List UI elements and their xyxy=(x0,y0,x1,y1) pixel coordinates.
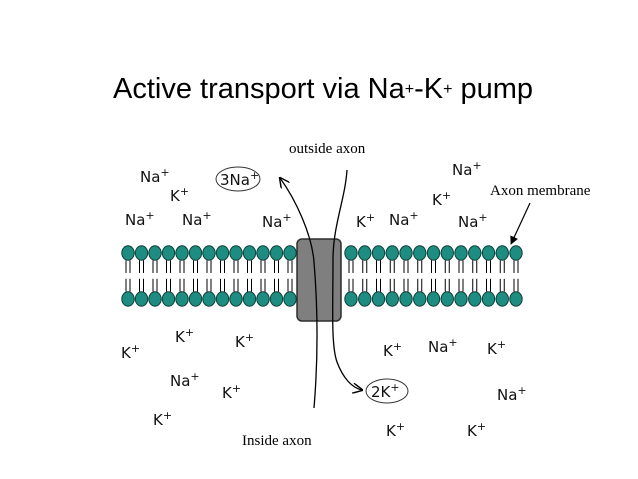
lipid-head xyxy=(454,245,468,261)
lipid-head xyxy=(344,291,358,307)
lipid-head xyxy=(175,245,189,261)
title-mid: -K xyxy=(414,73,444,105)
pump-in-ellipse xyxy=(365,378,409,404)
membrane-pointer-arrow xyxy=(510,202,531,245)
na-ion: Na+ xyxy=(140,166,170,186)
axon-membrane-label: Axon membrane xyxy=(490,183,591,199)
lipid-head xyxy=(269,245,284,261)
lipid-head xyxy=(509,245,523,261)
lipid-head xyxy=(371,245,386,261)
inside-axon-label: Inside axon xyxy=(242,433,312,449)
k-ion: K+ xyxy=(175,326,194,346)
ions-outside: Na+ K+ Na+ Na+ Na+ K+ Na+ Na+ K+ Na+ xyxy=(125,159,488,231)
k-ion: K+ xyxy=(432,189,451,209)
lipid-head xyxy=(256,291,270,307)
pump-in-label: 2K+ xyxy=(371,381,400,401)
lipid-head xyxy=(358,291,372,307)
lipid-head xyxy=(242,245,257,261)
lipid-head xyxy=(148,245,162,261)
pump-protein xyxy=(296,238,342,322)
lipid-head xyxy=(215,245,230,261)
lipid-head xyxy=(134,245,149,261)
lipid-head xyxy=(215,291,230,307)
k-ion: K+ xyxy=(153,409,172,429)
na-ion: Na+ xyxy=(497,384,527,404)
na-ion: Na+ xyxy=(125,209,155,229)
lipid-head xyxy=(440,245,454,261)
na-ion: Na+ xyxy=(170,370,200,390)
k-ion: K+ xyxy=(383,340,402,360)
k-entry-path xyxy=(332,169,362,390)
lipid-bilayer xyxy=(121,245,523,307)
k-ion: K+ xyxy=(386,420,405,440)
lipid-head xyxy=(161,291,176,307)
lipid-head xyxy=(399,245,413,261)
title-text: Active transport via Na xyxy=(113,73,405,105)
na-ion: Na+ xyxy=(182,209,212,229)
lipid-head xyxy=(148,291,162,307)
lipid-head xyxy=(269,291,284,307)
na-ion: Na+ xyxy=(389,209,419,229)
lipid-head xyxy=(229,291,243,307)
lipid-head xyxy=(242,291,257,307)
k-ion: K+ xyxy=(170,185,189,205)
na-ion: Na+ xyxy=(452,159,482,179)
lipid-head xyxy=(202,291,216,307)
lipid-head xyxy=(385,291,399,307)
k-ion: K+ xyxy=(356,211,375,231)
k-ion: K+ xyxy=(235,331,254,351)
lipid-head xyxy=(283,291,297,307)
na-ion: Na+ xyxy=(262,211,292,231)
lipid-head xyxy=(229,245,243,261)
lipid-head xyxy=(454,291,468,307)
k-ion: K+ xyxy=(121,342,140,362)
title-sup-2: + xyxy=(443,81,453,98)
lipid-head xyxy=(188,245,203,261)
na-ion: Na+ xyxy=(458,211,488,231)
lipid-head xyxy=(385,245,399,261)
title-sup-1: + xyxy=(404,81,415,98)
lipid-head xyxy=(256,245,270,261)
lipid-head xyxy=(481,291,496,307)
na-exit-path xyxy=(280,178,318,409)
lipid-head xyxy=(175,291,189,307)
lipid-head xyxy=(413,245,427,261)
outside-axon-label: outside axon xyxy=(289,141,366,157)
lipid-head xyxy=(371,291,386,307)
lipid-head xyxy=(440,291,454,307)
lipid-head xyxy=(426,245,441,261)
lipid-head xyxy=(161,245,176,261)
lipid-head xyxy=(468,291,482,307)
lipid-head xyxy=(413,291,427,307)
lipid-head xyxy=(495,245,509,261)
pump-out-ellipse xyxy=(215,166,261,192)
lipid-head xyxy=(121,291,135,307)
pump-out-label: 3Na+ xyxy=(220,169,259,189)
lipid-head xyxy=(426,291,441,307)
lipid-head xyxy=(188,291,203,307)
ions-inside: K+ K+ K+ Na+ K+ K+ K+ Na+ K+ Na+ K+ K+ xyxy=(121,326,527,440)
na-ion: Na+ xyxy=(428,336,458,356)
lipid-head xyxy=(202,245,216,261)
lipid-head xyxy=(283,245,297,261)
lipid-head xyxy=(399,291,413,307)
lipid-head xyxy=(509,291,523,307)
slide-title: Active transport via Na+-K+ pump xyxy=(113,73,533,106)
title-tail: pump xyxy=(452,73,534,105)
lipid-head xyxy=(344,245,358,261)
lipid-head xyxy=(121,245,135,261)
lipid-head xyxy=(468,245,482,261)
lipid-head xyxy=(358,245,372,261)
lipid-head xyxy=(481,245,496,261)
k-ion: K+ xyxy=(222,382,241,402)
k-ion: K+ xyxy=(467,420,486,440)
lipid-head xyxy=(134,291,149,307)
lipid-head xyxy=(495,291,509,307)
k-ion: K+ xyxy=(487,338,506,358)
